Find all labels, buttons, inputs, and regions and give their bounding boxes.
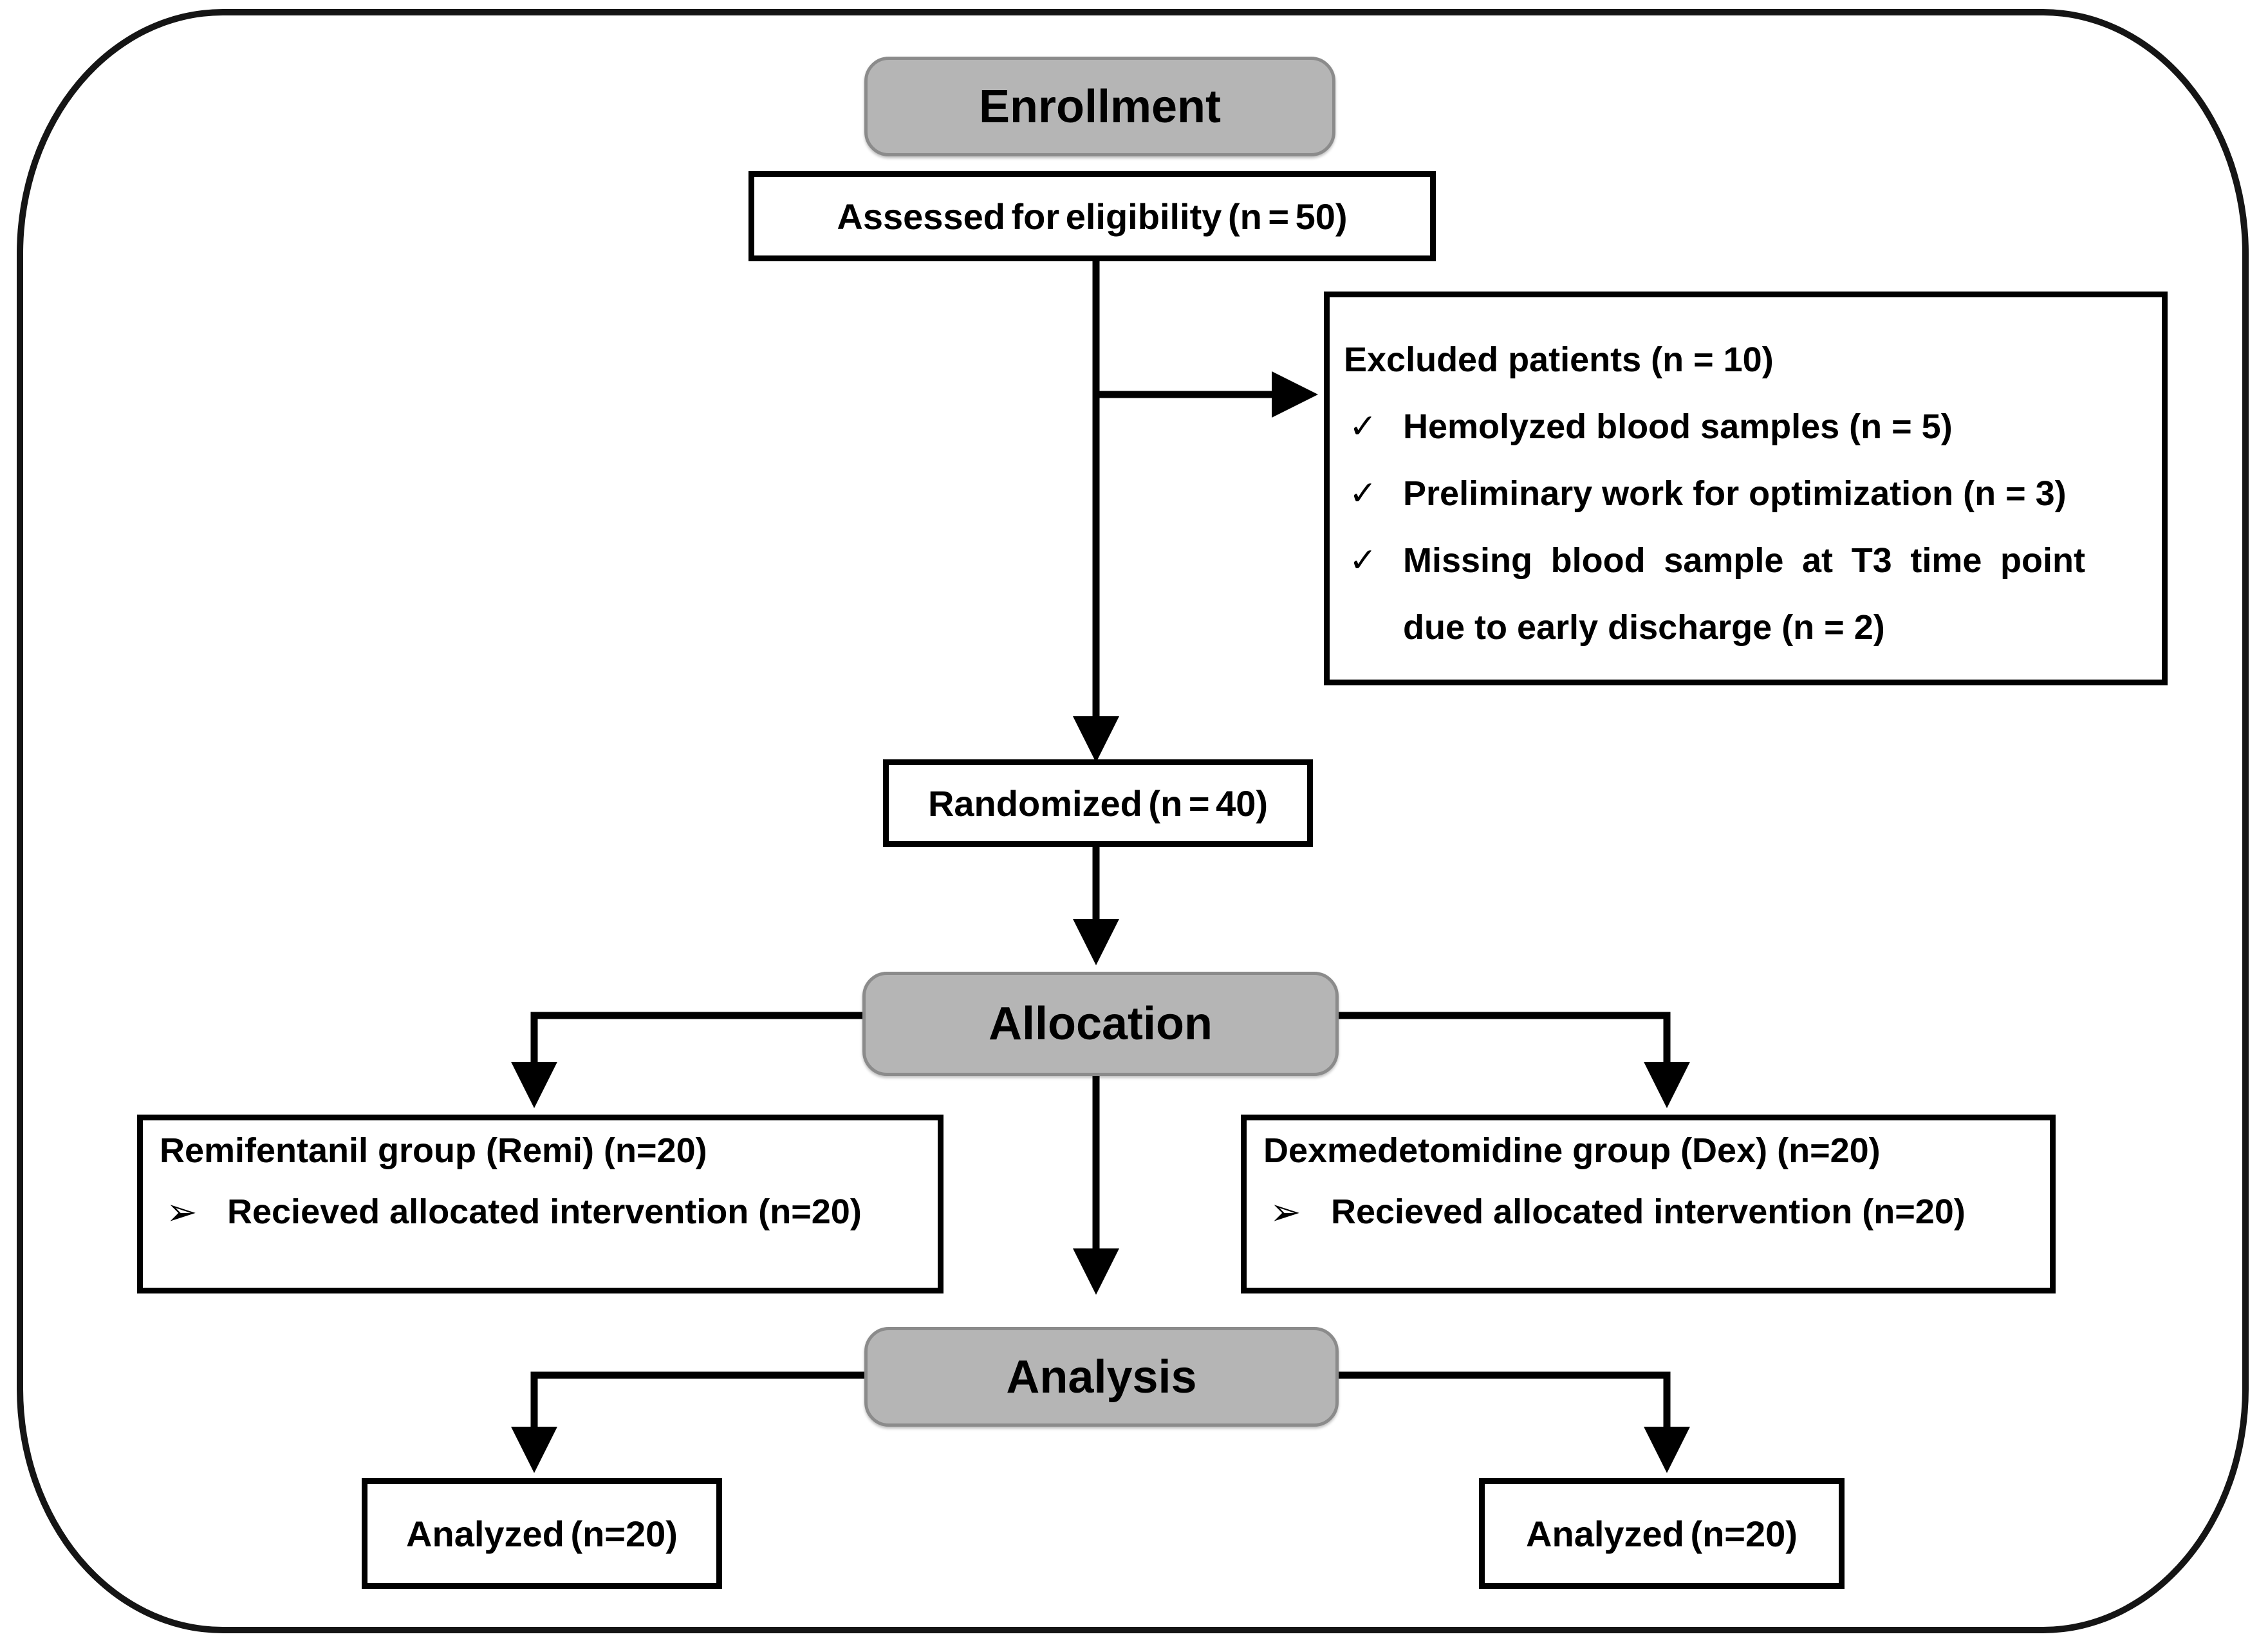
arrow-analysis-to-right-analyzed bbox=[1339, 1371, 1690, 1473]
box-remifentanil-group: Remifentanil group (Remi) (n=20) ➢ Recie… bbox=[137, 1115, 943, 1293]
excluded-item: ✓ Hemolyzed blood samples (n = 5) bbox=[1349, 393, 2145, 460]
group-item-text: Recieved allocated intervention (n=20) bbox=[1331, 1192, 1966, 1231]
box-analyzed-left: Analyzed (n=20) bbox=[362, 1478, 722, 1589]
group-title: Dexmedetomidine group (Dex) (n=20) bbox=[1263, 1131, 1881, 1170]
check-icon: ✓ bbox=[1349, 407, 1377, 446]
excluded-item-text: Preliminary work for optimization (n = 3… bbox=[1403, 474, 2067, 513]
excluded-item: ✓ Missing blood sample at T3 time point … bbox=[1349, 527, 2145, 661]
arrow-assessed-to-randomized bbox=[1073, 261, 1119, 763]
arrow-randomized-to-allocation bbox=[1073, 847, 1119, 965]
arrow-allocation-to-left-group bbox=[511, 1012, 862, 1108]
excluded-item-text: Hemolyzed blood samples (n = 5) bbox=[1403, 407, 1953, 446]
stage-allocation-label: Allocation bbox=[988, 998, 1213, 1050]
randomized-text: Randomized (n = 40) bbox=[927, 783, 1269, 824]
box-dexmedetomidine-group: Dexmedetomidine group (Dex) (n=20) ➢ Rec… bbox=[1241, 1115, 2056, 1293]
stage-allocation: Allocation bbox=[862, 972, 1339, 1076]
box-excluded-patients: Excluded patients (n = 10) ✓ Hemolyzed b… bbox=[1324, 292, 2168, 685]
analyzed-right-text: Analyzed (n=20) bbox=[1526, 1513, 1798, 1554]
stage-enrollment: Enrollment bbox=[864, 57, 1335, 156]
group-title: Remifentanil group (Remi) (n=20) bbox=[160, 1131, 707, 1170]
arrow-to-excluded bbox=[1096, 371, 1318, 418]
outer-frame bbox=[17, 9, 2249, 1633]
stage-enrollment-label: Enrollment bbox=[978, 80, 1222, 133]
group-item: ➢ Recieved allocated intervention (n=20) bbox=[1263, 1182, 2050, 1243]
assessed-text: Assessed for eligibility (n = 50) bbox=[837, 196, 1348, 237]
group-item-text: Recieved allocated intervention (n=20) bbox=[227, 1192, 862, 1231]
group-item: ➢ Recieved allocated intervention (n=20) bbox=[160, 1182, 938, 1243]
bullet-arrow-icon: ➢ bbox=[1270, 1190, 1301, 1234]
arrow-allocation-to-right-group bbox=[1339, 1012, 1690, 1108]
bullet-arrow-icon: ➢ bbox=[166, 1190, 198, 1234]
excluded-item-text: Missing blood sample at T3 time point du… bbox=[1403, 541, 2085, 647]
analyzed-left-text: Analyzed (n=20) bbox=[406, 1513, 678, 1554]
excluded-title: Excluded patients (n = 10) bbox=[1344, 340, 1774, 379]
excluded-item: ✓ Preliminary work for optimization (n =… bbox=[1349, 460, 2145, 527]
box-analyzed-right: Analyzed (n=20) bbox=[1479, 1478, 1845, 1589]
arrow-allocation-to-analysis bbox=[1073, 1076, 1119, 1295]
check-icon: ✓ bbox=[1349, 474, 1377, 513]
stage-analysis-label: Analysis bbox=[1006, 1351, 1197, 1403]
arrow-analysis-to-left-analyzed bbox=[511, 1371, 864, 1473]
check-icon: ✓ bbox=[1349, 541, 1377, 580]
box-randomized: Randomized (n = 40) bbox=[883, 759, 1313, 847]
stage-analysis: Analysis bbox=[864, 1327, 1339, 1427]
box-assessed-for-eligibility: Assessed for eligibility (n = 50) bbox=[748, 171, 1436, 261]
